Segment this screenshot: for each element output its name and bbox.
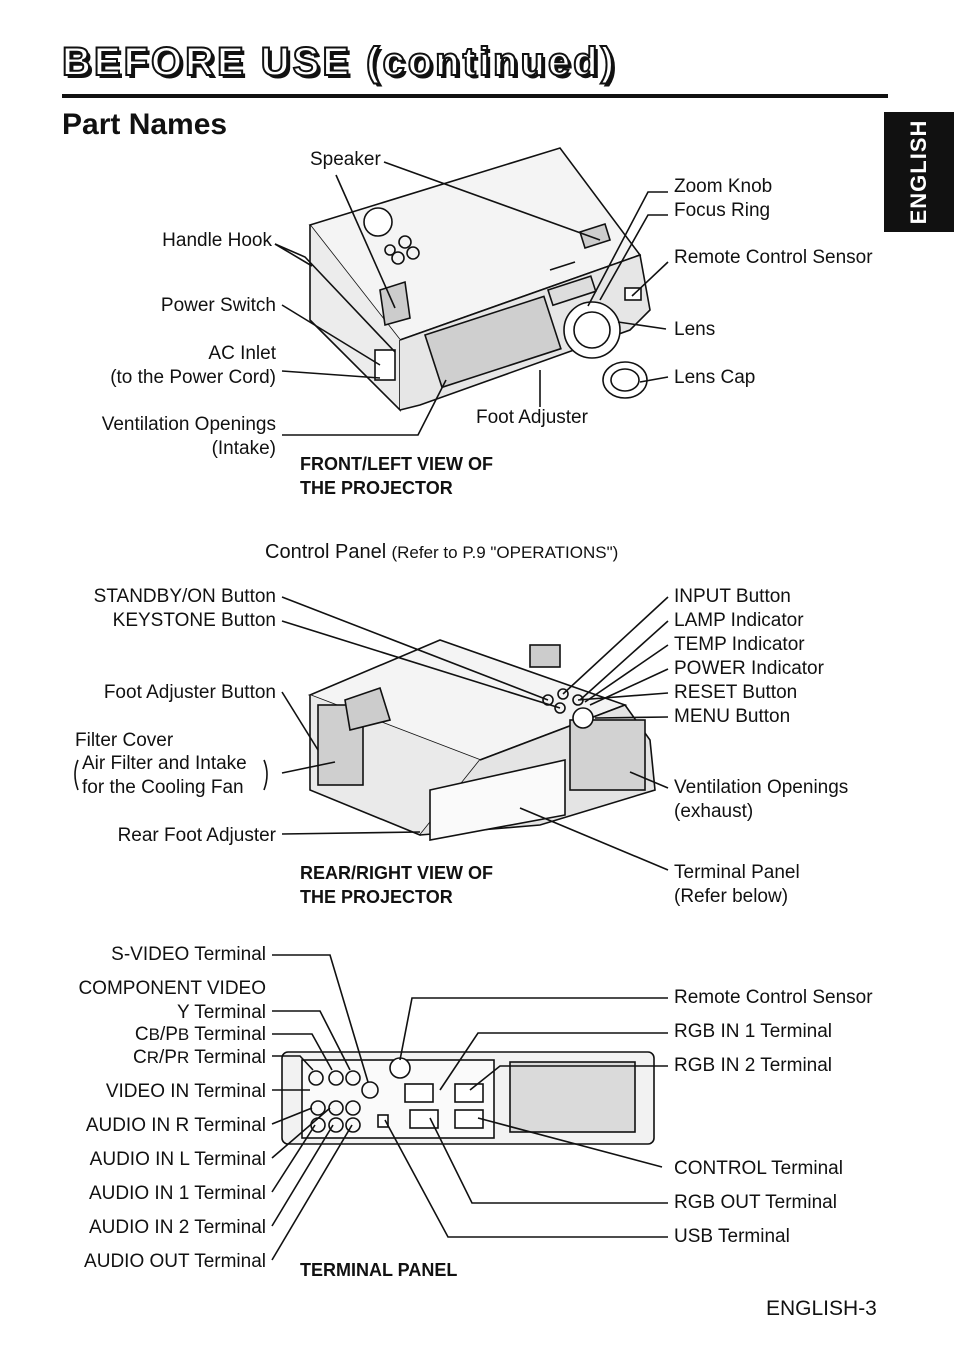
page-number: ENGLISH-3 xyxy=(766,1297,877,1320)
label-audio-1: AUDIO IN 1 Terminal xyxy=(88,1183,266,1204)
label-lens: Lens xyxy=(674,319,716,340)
language-tab: ENGLISH xyxy=(884,112,954,232)
label-remote-sensor-front: Remote Control Sensor xyxy=(674,247,873,268)
label-audio-out: AUDIO OUT Terminal xyxy=(84,1251,266,1272)
header-rule xyxy=(62,94,888,98)
section-title: Part Names xyxy=(62,108,228,141)
label-control-panel: Control Panel (Refer to P.9 "OPERATIONS"… xyxy=(265,541,619,563)
label-audio-2: AUDIO IN 2 Terminal xyxy=(88,1217,266,1238)
label-component-y: COMPONENT VIDEO Y Terminal xyxy=(78,978,266,1023)
label-vent-intake: Ventilation Openings(Intake) xyxy=(101,414,276,459)
rear-projector-drawing xyxy=(307,639,656,841)
label-ac-inlet: AC Inlet(to the Power Cord) xyxy=(110,343,276,388)
label-cr-pr: CR/PR Terminal xyxy=(133,1047,266,1068)
label-terminal-panel-ref: Terminal Panel(Refer below) xyxy=(674,862,800,907)
label-indicators-buttons: INPUT Button LAMP Indicator TEMP Indicat… xyxy=(674,586,824,727)
label-rear-foot: Rear Foot Adjuster xyxy=(117,825,276,846)
terminal-panel-drawing xyxy=(281,1051,655,1145)
caption-terminal-panel: TERMINAL PANEL xyxy=(300,1260,458,1280)
label-lens-cap: Lens Cap xyxy=(674,367,756,388)
label-remote-sensor-rear: Remote Control Sensor xyxy=(674,987,873,1008)
label-rgb-out: RGB OUT Terminal xyxy=(674,1192,837,1213)
label-filter-cover: Filter Cover xyxy=(75,730,174,751)
label-cb-pb: CB/PB Terminal xyxy=(134,1024,266,1045)
label-video-in: VIDEO IN Terminal xyxy=(105,1081,266,1102)
label-rgb-in-2: RGB IN 2 Terminal xyxy=(674,1055,833,1076)
label-foot-adjuster: Foot Adjuster xyxy=(476,407,588,428)
label-power-switch: Power Switch xyxy=(160,295,276,316)
label-usb: USB Terminal xyxy=(674,1226,790,1247)
label-audio-l: AUDIO IN L Terminal xyxy=(89,1149,266,1170)
label-svideo: S-VIDEO Terminal xyxy=(111,944,266,965)
label-speaker: Speaker xyxy=(310,149,381,170)
page-header: BEFORE USE (continued) xyxy=(61,39,617,85)
label-control-terminal: CONTROL Terminal xyxy=(674,1158,843,1179)
front-projector-drawing xyxy=(308,147,651,412)
label-audio-r: AUDIO IN R Terminal xyxy=(85,1115,266,1136)
label-rgb-in-1: RGB IN 1 Terminal xyxy=(674,1021,833,1042)
label-vent-exhaust: Ventilation Openings(exhaust) xyxy=(674,777,849,822)
label-foot-adjuster-button: Foot Adjuster Button xyxy=(103,682,276,703)
label-handle-hook: Handle Hook xyxy=(162,230,272,251)
